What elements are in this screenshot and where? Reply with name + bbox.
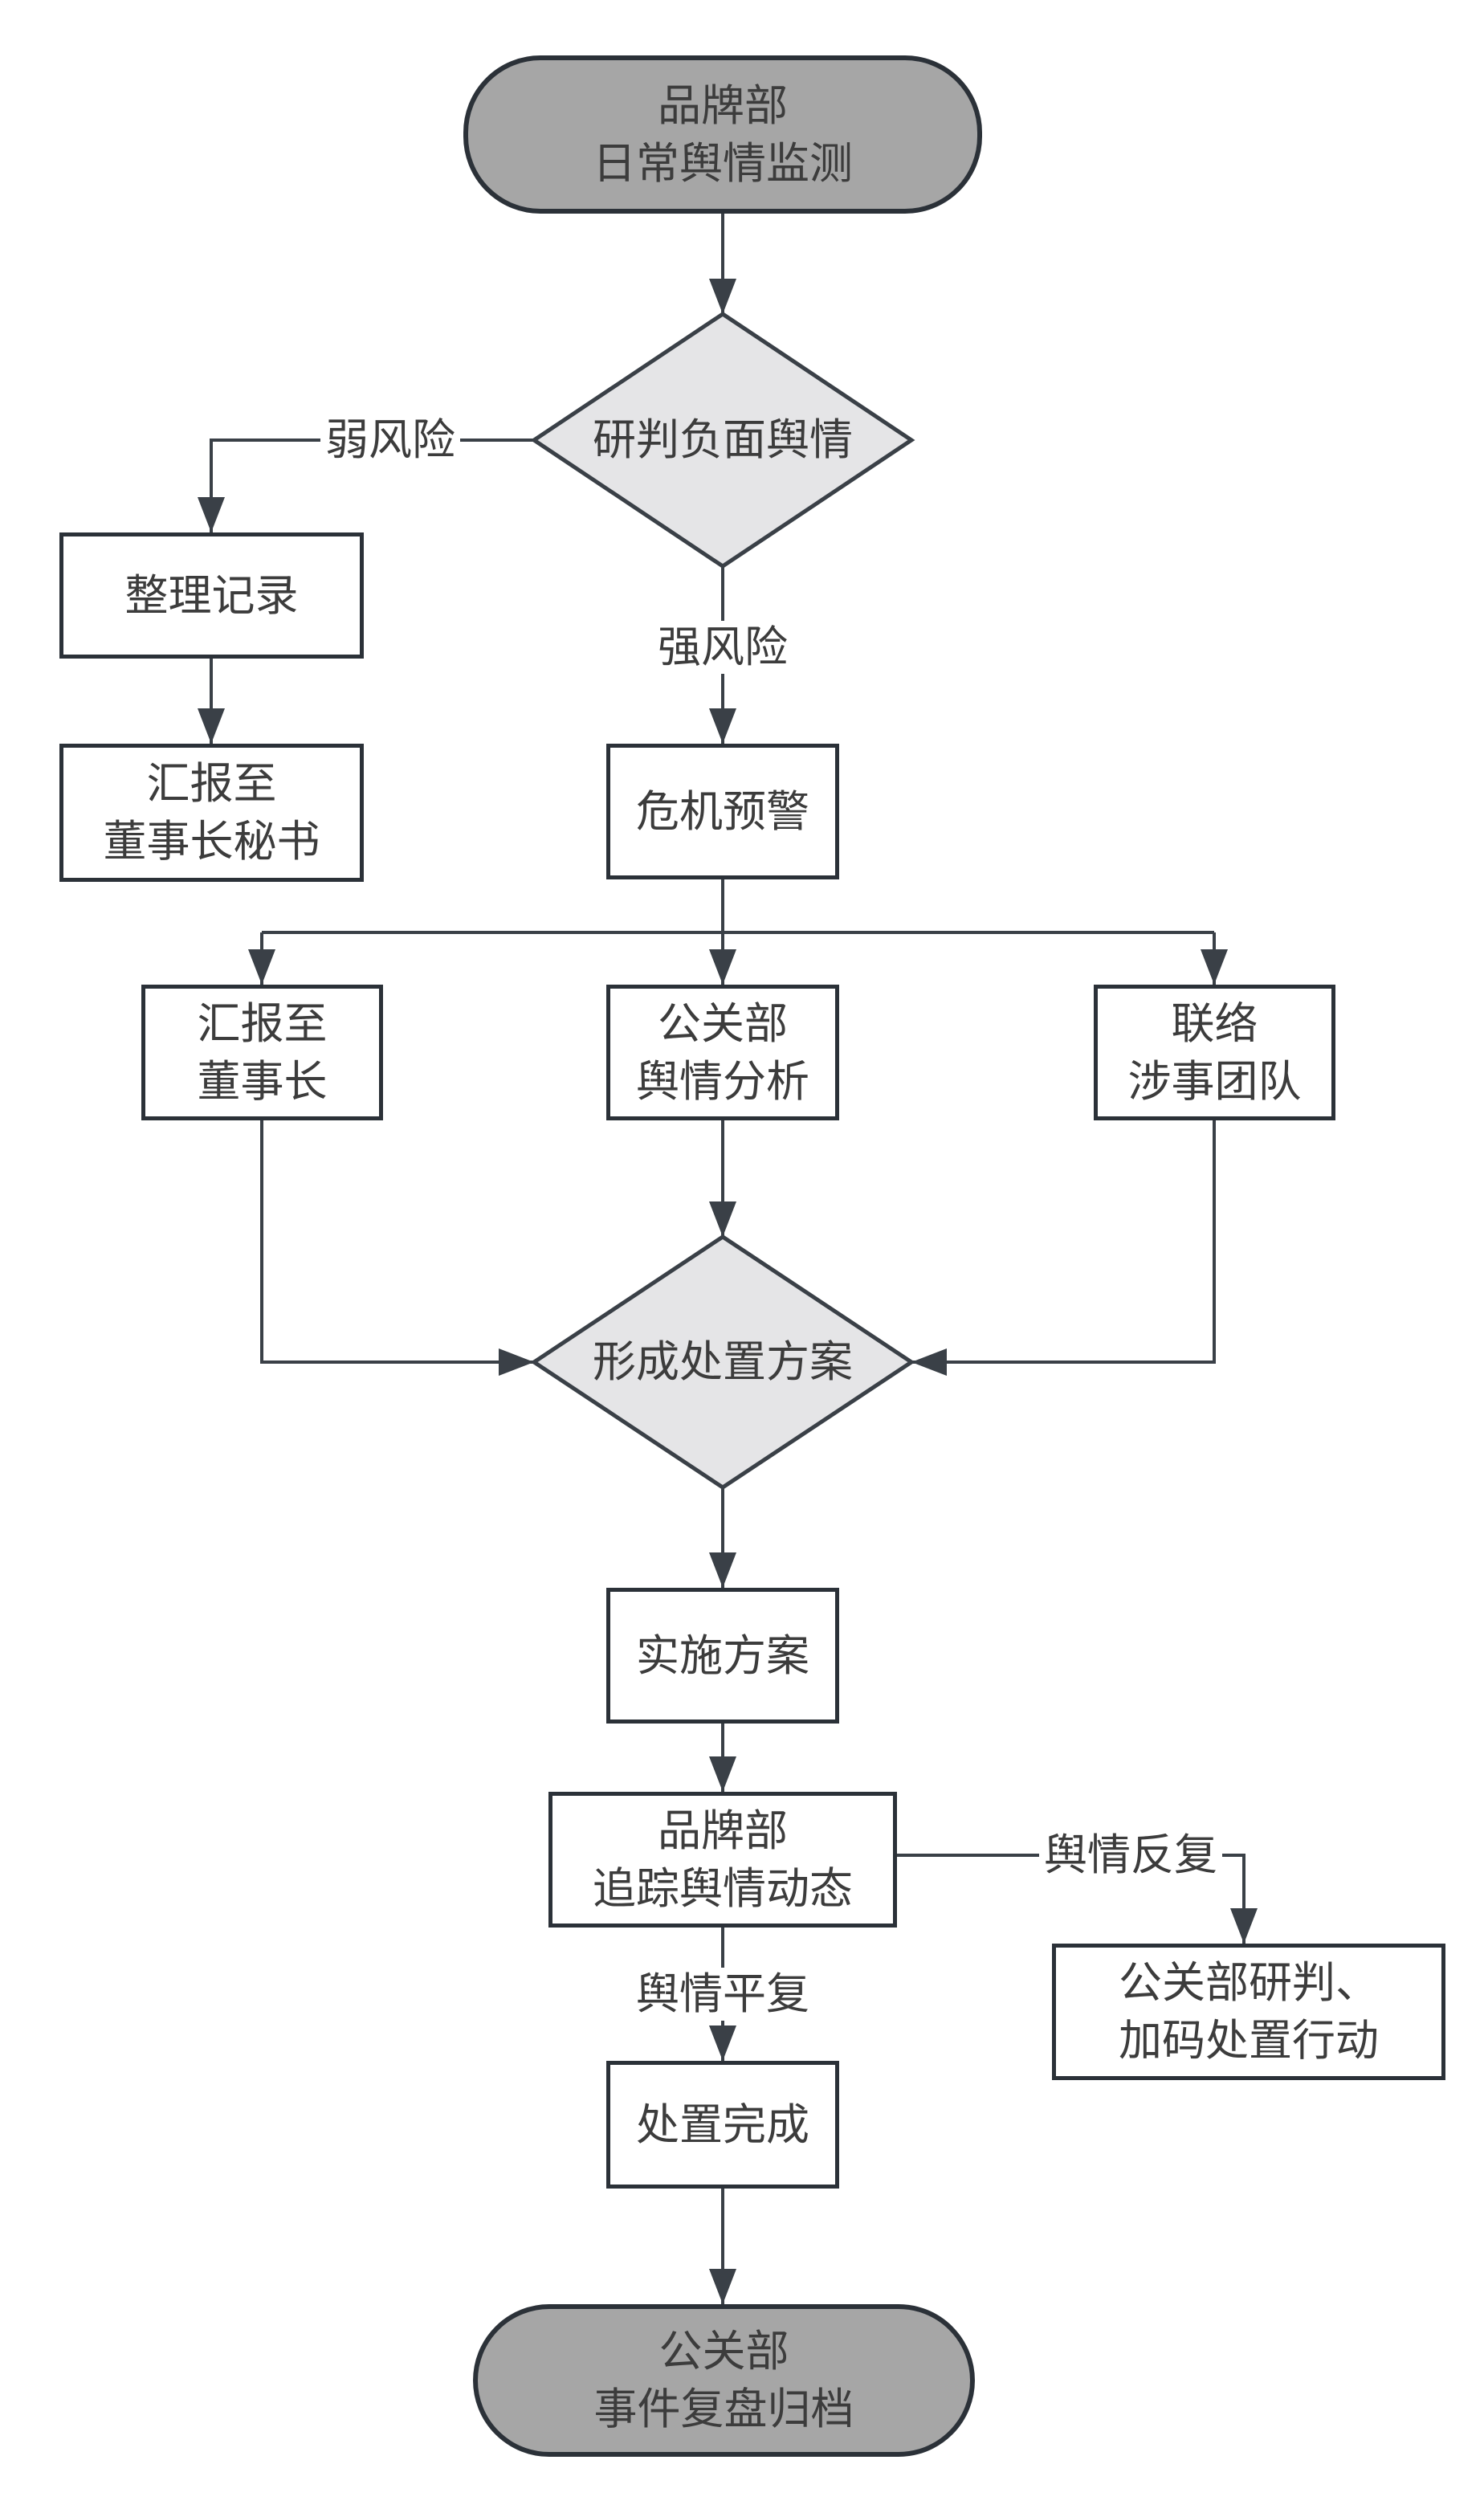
end-terminal-text-2: 事件复盘归档 (593, 2385, 854, 2433)
end-terminal: 公关部 事件复盘归档 (473, 2304, 975, 2457)
crisis-alert-text: 危机预警 (636, 787, 809, 836)
escalate-action-box: 公关部研判、 加码处置行动 (1052, 1944, 1445, 2080)
track-trends-text-2: 追踪舆情动态 (593, 1864, 853, 1913)
pr-analysis-box: 公关部 舆情分析 (606, 985, 839, 1120)
edge-label-weak-risk: 弱风险 (320, 414, 460, 467)
escalate-action-text-1: 公关部研判、 (1119, 1959, 1379, 2007)
start-terminal-text-1: 品牌部 (658, 81, 788, 130)
start-terminal-text-2: 日常舆情监测 (593, 139, 853, 188)
escalate-action-text-2: 加码处置行动 (1119, 2017, 1379, 2065)
organize-records-box: 整理记录 (59, 532, 364, 659)
report-chairman-text-2: 董事长 (197, 1057, 328, 1106)
edge-team-to-decision2 (911, 1120, 1216, 1376)
pr-analysis-text-2: 舆情分析 (636, 1057, 809, 1106)
edge-label-sentiment-recurs: 舆情反复 (1039, 1829, 1222, 1882)
disposal-done-box: 处置完成 (606, 2061, 839, 2189)
start-terminal: 品牌部 日常舆情监测 (463, 55, 982, 214)
implement-plan-text: 实施方案 (636, 1631, 809, 1680)
end-terminal-text-1: 公关部 (658, 2327, 789, 2376)
report-chairman-text-1: 汇报至 (197, 999, 328, 1048)
decision2-diamond-shape (530, 1234, 915, 1491)
organize-records-text: 整理记录 (124, 571, 299, 620)
edge-chairman-to-decision2 (260, 1120, 534, 1376)
track-trends-box: 品牌部 追踪舆情动态 (548, 1792, 897, 1928)
report-secretary-text-1: 汇报至 (146, 760, 277, 808)
pr-analysis-text-1: 公关部 (658, 999, 788, 1048)
track-trends-text-1: 品牌部 (658, 1806, 788, 1855)
report-secretary-text-2: 董事长秘书 (103, 818, 320, 866)
disposal-done-text: 处置完成 (636, 2100, 809, 2149)
contact-team-text-1: 联络 (1171, 999, 1258, 1048)
report-secretary-box: 汇报至 董事长秘书 (59, 744, 364, 882)
edge-label-strong-risk: 强风险 (653, 621, 793, 674)
decision1-diamond-shape (530, 311, 915, 569)
edge-label-sentiment-calms: 舆情平复 (631, 1968, 814, 2021)
contact-team-box: 联络 涉事团队 (1094, 985, 1335, 1120)
edge-track-to-escalate (897, 1854, 1258, 1944)
report-chairman-box: 汇报至 董事长 (141, 985, 383, 1120)
crisis-alert-box: 危机预警 (606, 744, 839, 879)
implement-plan-box: 实施方案 (606, 1588, 839, 1724)
contact-team-text-2: 涉事团队 (1127, 1057, 1302, 1106)
